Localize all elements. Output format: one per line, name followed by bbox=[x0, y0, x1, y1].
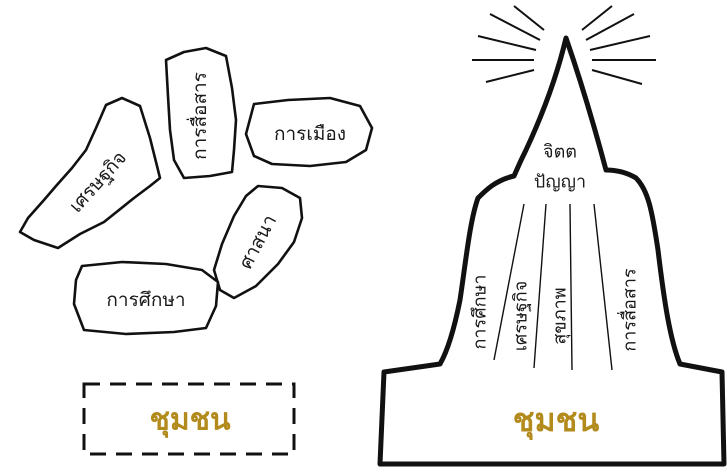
ray bbox=[490, 14, 540, 40]
ray bbox=[582, 6, 612, 30]
stupa-column-education: การศึกษา bbox=[470, 275, 491, 350]
stupa-top-line1: จิตต bbox=[543, 142, 577, 163]
stupa-top-line2: ปัญญา bbox=[534, 172, 586, 193]
stupa-base-label: ชุมชน bbox=[513, 401, 600, 441]
stupa-column-health: สุขภาพ bbox=[550, 287, 571, 344]
fragment-communication: การสื่อสาร bbox=[166, 48, 236, 178]
fragment-economy: เศรษฐกิจ bbox=[20, 98, 160, 248]
fragment-education: การศึกษา bbox=[74, 262, 218, 334]
fragment-education-label: การศึกษา bbox=[106, 289, 185, 311]
fragment-politics: การเมือง bbox=[246, 98, 372, 166]
ray bbox=[592, 70, 642, 84]
stupa-column-communication: การสื่อสาร bbox=[617, 268, 641, 352]
ray bbox=[590, 36, 650, 50]
fragment-communication-label: การสื่อสาร bbox=[186, 72, 211, 160]
ray bbox=[478, 36, 536, 50]
ray bbox=[486, 70, 534, 82]
community-box: ชุมชน bbox=[84, 384, 294, 454]
fragment-religion: ศาสนา bbox=[214, 186, 302, 298]
ray bbox=[586, 14, 634, 40]
stupa-column-economy: เศรษฐกิจ bbox=[511, 281, 532, 352]
community-box-label: ชุมชน bbox=[149, 403, 230, 439]
fragment-politics-label: การเมือง bbox=[274, 123, 346, 145]
ray bbox=[514, 6, 544, 30]
